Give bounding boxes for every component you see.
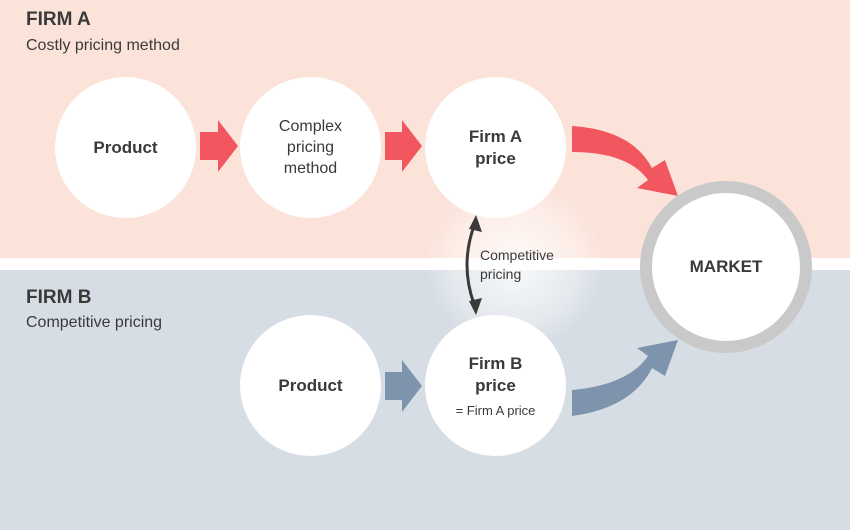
competitive-double-arrow (465, 225, 476, 305)
market-label: MARKET (689, 257, 763, 276)
firm-a-subtitle: Costly pricing method (26, 37, 180, 54)
firm-b-price-node: Firm B price = Firm A price (425, 315, 566, 456)
firm-a-product-node: Product (55, 77, 196, 218)
firm-a-price-node: Firm A price (425, 77, 566, 218)
arrow-price-a-to-market (572, 126, 678, 196)
complex-pricing-method-node: Complex pricing method (240, 77, 381, 218)
arrow-price-b-to-market (572, 340, 678, 416)
competitive-arrowhead-up (469, 215, 482, 232)
firm-b-price-label: Firm B price (468, 354, 523, 395)
competitive-pricing-label: Competitive pricing (480, 247, 554, 282)
arrow-product-to-price-b (385, 360, 422, 412)
firm-a-product-label: Product (93, 137, 158, 157)
firm-b-title: FIRM B (26, 287, 92, 308)
competitive-glow (425, 180, 605, 350)
firm-b-price-note: = Firm A price (455, 403, 536, 418)
firm-a-title: FIRM A (26, 9, 91, 30)
firm-b-product-label: Product (278, 375, 343, 395)
arrow-product-to-method (200, 120, 238, 172)
arrow-method-to-price-a (385, 120, 422, 172)
competitive-arrowhead-down (469, 298, 482, 315)
firm-a-price-label: Firm A price (468, 126, 523, 168)
complex-pricing-method-label: Complex pricing method (278, 118, 343, 177)
firm-b-subtitle: Competitive pricing (26, 314, 163, 331)
market-node: MARKET (640, 181, 812, 353)
firm-b-product-node: Product (240, 315, 381, 456)
